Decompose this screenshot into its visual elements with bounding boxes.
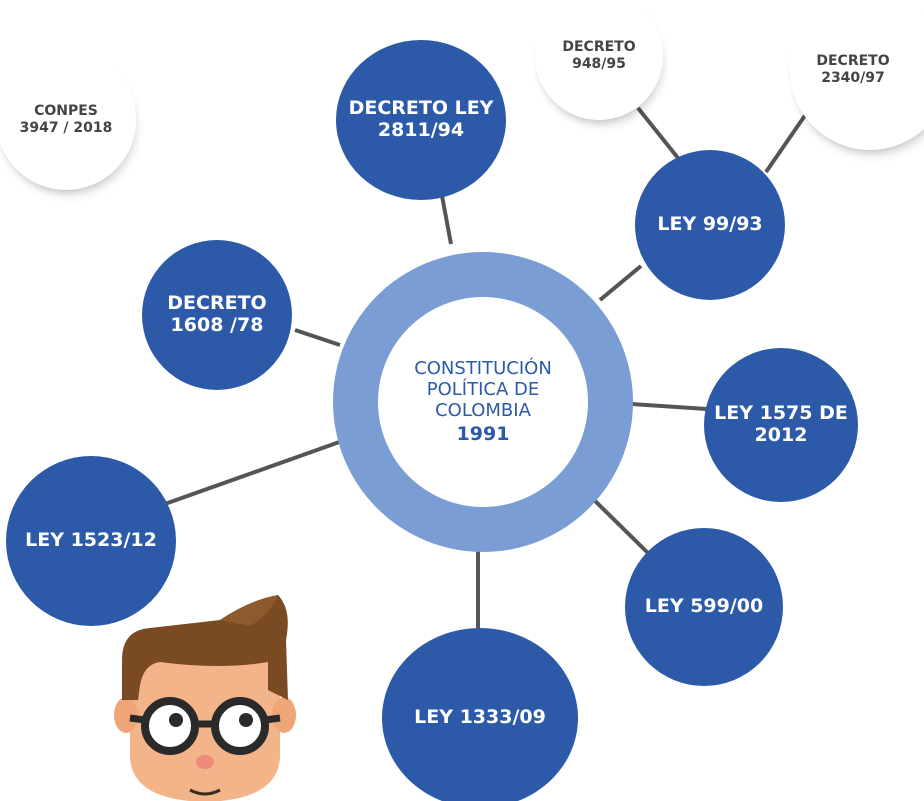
node-decreto-948[interactable]: DECRETO 948/95 bbox=[535, 0, 663, 120]
connector-ley-1575 bbox=[631, 402, 708, 411]
node-ley-1523[interactable]: LEY 1523/12 bbox=[6, 456, 176, 626]
connector-decreto-2340 bbox=[764, 112, 808, 174]
node-label: DECRETO 2340/97 bbox=[816, 53, 890, 86]
node-label: LEY 599/00 bbox=[644, 595, 764, 618]
node-label: LEY 1523/12 bbox=[25, 529, 157, 552]
node-decreto-2340[interactable]: DECRETO 2340/97 bbox=[790, 0, 924, 150]
node-conpes-3947[interactable]: CONPES 3947 / 2018 bbox=[0, 50, 136, 190]
node-label: DECRETO LEY 2811/94 bbox=[348, 97, 494, 141]
cartoon-man-icon bbox=[114, 595, 296, 801]
connector-ley-1523 bbox=[161, 438, 346, 507]
node-label: LEY 99/93 bbox=[657, 213, 763, 236]
connector-decreto-948 bbox=[636, 106, 680, 160]
node-ley-599[interactable]: LEY 599/00 bbox=[625, 528, 783, 686]
center-year: 1991 bbox=[456, 422, 510, 445]
connector-ley-599 bbox=[586, 492, 652, 557]
center-node[interactable]: CONSTITUCIÓN POLÍTICA DE COLOMBIA 1991 bbox=[378, 297, 588, 507]
node-label: LEY 1575 DE 2012 bbox=[714, 402, 848, 446]
node-label: CONPES 3947 / 2018 bbox=[19, 103, 113, 136]
connector-ley-99 bbox=[598, 264, 643, 302]
node-ley-1575[interactable]: LEY 1575 DE 2012 bbox=[704, 348, 858, 502]
node-decreto-ley-2811[interactable]: DECRETO LEY 2811/94 bbox=[336, 40, 506, 200]
node-label: LEY 1333/09 bbox=[414, 706, 546, 729]
node-ley-1333[interactable]: LEY 1333/09 bbox=[382, 628, 578, 801]
node-ley-99[interactable]: LEY 99/93 bbox=[635, 150, 785, 300]
node-label: DECRETO 1608 /78 bbox=[167, 292, 267, 336]
node-label: DECRETO 948/95 bbox=[562, 39, 636, 72]
center-title: CONSTITUCIÓN POLÍTICA DE COLOMBIA bbox=[414, 358, 552, 421]
node-decreto-1608[interactable]: DECRETO 1608 /78 bbox=[142, 240, 292, 390]
connector-decreto-1608 bbox=[294, 328, 341, 347]
